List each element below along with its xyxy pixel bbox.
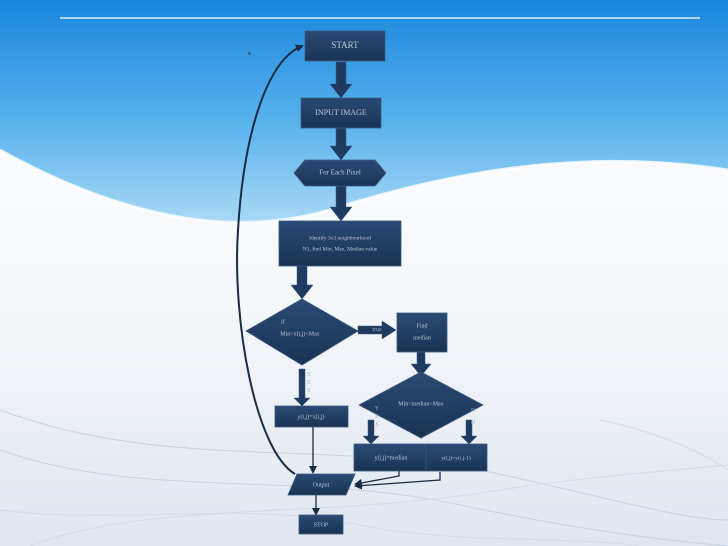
for-each-pixel-node: For Each Pixel: [293, 159, 387, 187]
median-check-decision: Min<median<Max: [358, 371, 484, 439]
svg-text:O: O: [471, 420, 476, 426]
svg-text:E: E: [375, 414, 379, 420]
replace-median-label: y(i,j)=median: [375, 454, 408, 461]
find-median-node: Find median: [396, 312, 448, 353]
no-edge-label: N O: [471, 408, 476, 426]
keep-pixel-node: y(i,j)=x(i,j): [274, 405, 349, 428]
true-edge-label: true: [372, 327, 382, 333]
identify-line1: Identify 3x3 neighbourhood: [309, 234, 371, 241]
median-check-label: Min<median<Max: [398, 401, 443, 407]
yes-edge-label-left: Y E S: [307, 372, 312, 394]
for-each-pixel-label: For Each Pixel: [319, 169, 361, 177]
corner-mark: ▪: [248, 49, 251, 58]
svg-text:E: E: [307, 380, 311, 386]
svg-text:N: N: [471, 408, 476, 414]
noise-check-line2: Min<x(i,j)<Max: [280, 330, 320, 337]
thin-connectors: [236, 44, 441, 516]
stop-node: STOP: [298, 514, 344, 535]
find-median-line2: median: [413, 335, 431, 341]
output-label: Output: [313, 482, 330, 488]
input-image-label: INPUT IMAGE: [315, 108, 367, 117]
svg-text:S: S: [375, 422, 378, 428]
replace-prev-label: y(i,j)=y(i,j-1): [441, 454, 471, 461]
output-node: Output: [287, 473, 356, 496]
input-image-node: INPUT IMAGE: [300, 97, 382, 129]
svg-text:Y: Y: [375, 406, 380, 412]
start-node: START: [304, 30, 386, 62]
noise-check-line1: if: [281, 318, 285, 325]
stop-label: STOP: [314, 522, 329, 528]
keep-pixel-label: y(i,j)=x(i,j): [297, 413, 324, 420]
yes-edge-label-right: Y E S: [375, 406, 380, 428]
main-connectors: [290, 61, 478, 445]
start-label: START: [331, 40, 359, 50]
find-median-line1: Find: [416, 323, 427, 329]
identify-line2: N1, find Min, Max, Median value: [303, 245, 378, 252]
replace-median-node: y(i,j)=median: [353, 443, 430, 472]
replace-prev-node: y(i,j)=y(i,j-1): [425, 443, 488, 472]
svg-text:S: S: [307, 388, 310, 394]
svg-text:Y: Y: [307, 372, 312, 378]
identify-node: Identify 3x3 neighbourhood N1, find Min,…: [278, 220, 402, 267]
noise-check-decision: if Min<x(i,j)<Max: [245, 298, 359, 366]
